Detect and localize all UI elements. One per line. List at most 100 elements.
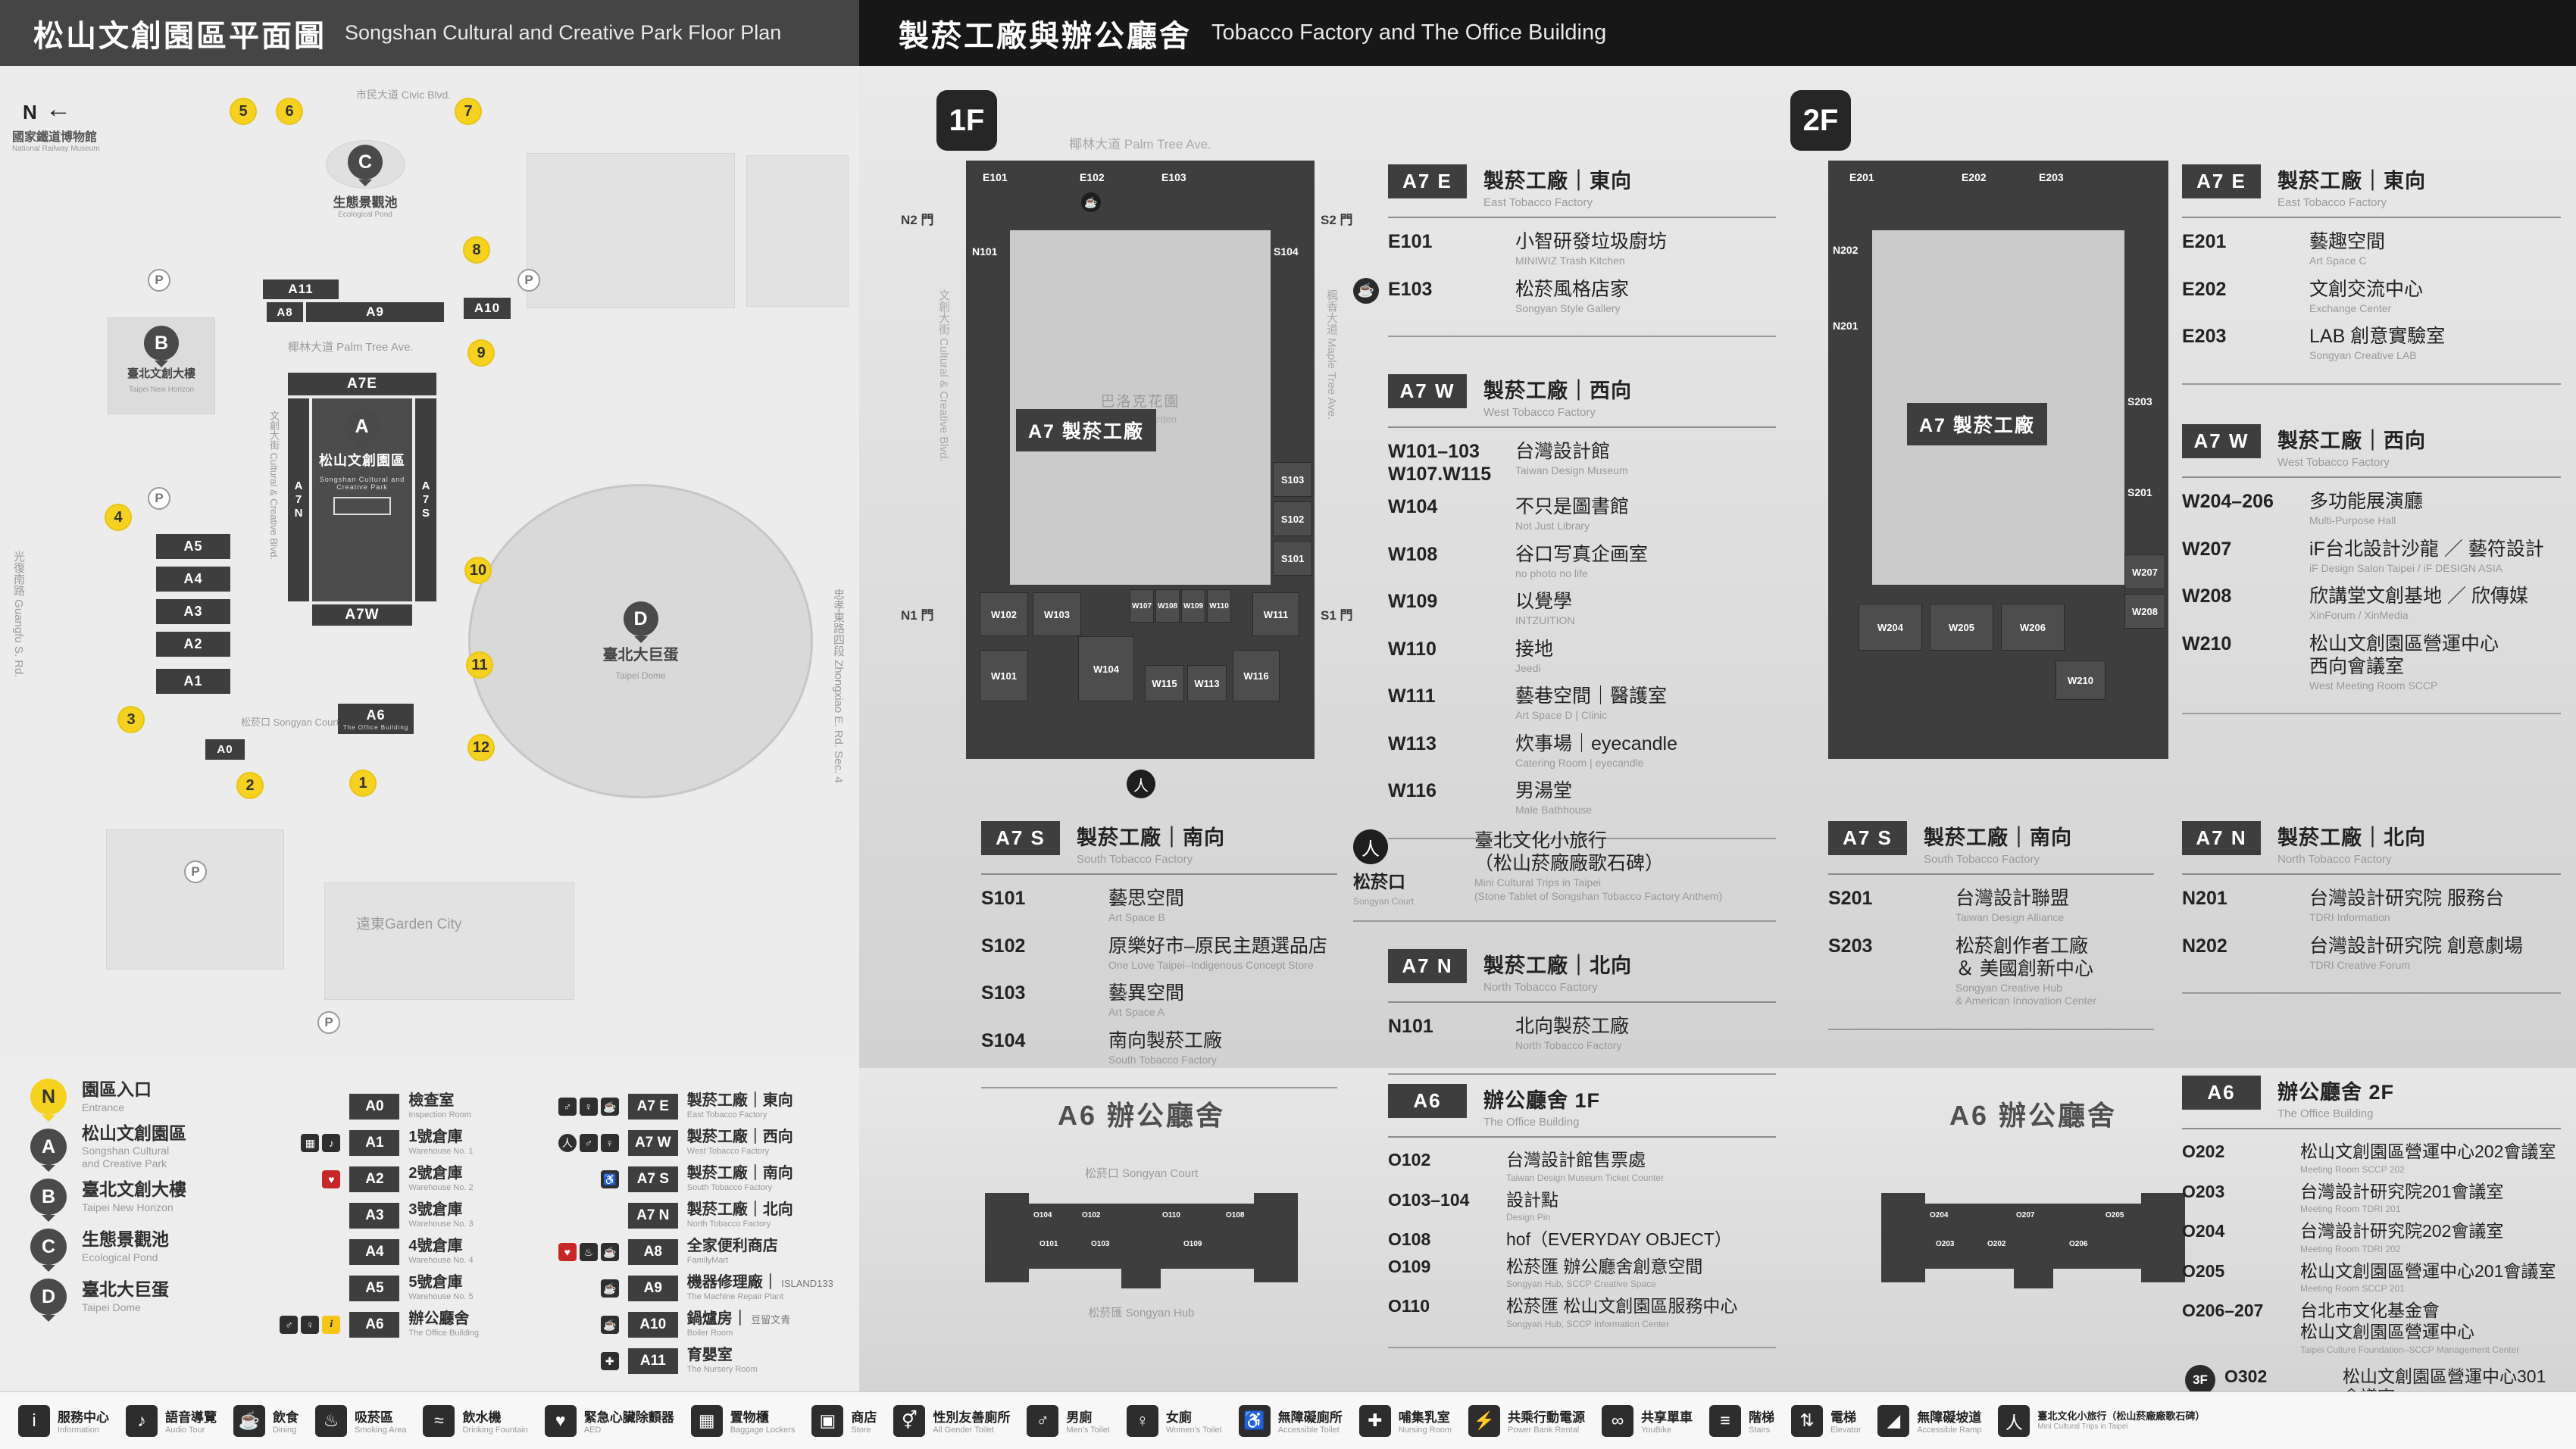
room-code: W109 bbox=[1388, 591, 1438, 612]
room-name-zh: 小智研發垃圾廚坊 bbox=[1515, 231, 1668, 252]
room-row: O103–104 設計點 Design Pin bbox=[1388, 1190, 1776, 1224]
room-code: S102 bbox=[981, 935, 1026, 957]
room-name-en: Meeting Room TDRI 202 bbox=[2300, 1243, 2401, 1254]
park-name-en: Songshan Cultural and Creative Park bbox=[319, 476, 405, 491]
legend-place-en: Taipei Dome bbox=[82, 1301, 141, 1313]
legend-place-zh: 園區入口 bbox=[82, 1079, 152, 1100]
wing-south-1f bbox=[1271, 230, 1315, 645]
womens-toilet-icon: ♀ bbox=[1126, 1404, 1158, 1437]
compass-arrow-icon: ← bbox=[45, 95, 71, 123]
footer-item-zh: 商店 bbox=[851, 1410, 877, 1425]
legend-place-zh: 松山文創園區 bbox=[82, 1123, 186, 1143]
room-code: S104 bbox=[981, 1029, 1026, 1051]
room-code: W110 bbox=[1388, 638, 1436, 660]
room-name-en: One Love Taipei–Indigenous Concept Store bbox=[1108, 958, 1314, 971]
footer-item-zh: 電梯 bbox=[1830, 1410, 1857, 1425]
section-title-zh: 製菸工廠｜南向 bbox=[1077, 826, 1225, 849]
dining-icon: ☕ bbox=[233, 1404, 265, 1437]
room-name-zh: 炊事場｜eyecandle bbox=[1515, 732, 1677, 754]
room-label-o205: O205 bbox=[2106, 1211, 2124, 1219]
legend-row: A0 檢查室 Inspection Room bbox=[293, 1088, 535, 1125]
room-cell-w208: W208 bbox=[2124, 594, 2165, 629]
legend-badge: A3 bbox=[349, 1203, 400, 1229]
room-name-en: Taipei Culture Foundation–SCCP Managemen… bbox=[2300, 1344, 2520, 1355]
room-row: S104 南向製菸工廠 South Tobacco Factory bbox=[981, 1029, 1337, 1067]
room-cell-w107: W107 bbox=[1130, 589, 1154, 623]
room-code: O205 bbox=[2182, 1260, 2225, 1281]
footer-legend-item: ▦ 置物櫃 Baggage Lockers bbox=[690, 1404, 808, 1437]
room-name-zh: 松菸風格店家 bbox=[1515, 278, 1630, 300]
room-name-zh: 設計點 bbox=[1506, 1189, 1558, 1210]
legend-zh: 辦公廳舍 bbox=[408, 1310, 470, 1328]
section-title-zh: 製菸工廠｜西向 bbox=[2277, 429, 2426, 452]
legend-zh: 製菸工廠｜東向 bbox=[686, 1092, 793, 1110]
room-row: W208 欣講堂文創基地 ／ 欣傳媒 XinForum / XinMedia bbox=[2182, 585, 2561, 623]
room-name-en: INTZUITION bbox=[1515, 614, 1575, 626]
footer-item-en: Nursing Room bbox=[1398, 1426, 1452, 1435]
legend-zh: 3號倉庫 bbox=[408, 1201, 463, 1219]
section-title-en: North Tobacco Factory bbox=[1483, 981, 1598, 994]
new-horizon-zh: 臺北文創大樓 bbox=[127, 367, 195, 380]
room-row: O206–207 台北市文化基金會 松山文創園區營運中心 Taipei Cult… bbox=[2182, 1301, 2561, 1355]
entrance-8: 8 bbox=[463, 236, 490, 264]
room-label-o102: O102 bbox=[1082, 1211, 1101, 1219]
footer-item-zh: 服務中心 bbox=[58, 1410, 109, 1425]
mens-toilet-icon: ♂ bbox=[280, 1316, 299, 1334]
room-row: W101–103 W107.W115 台灣設計館 Taiwan Design M… bbox=[1388, 440, 1776, 486]
mens-toilet-icon: ♂ bbox=[579, 1134, 598, 1152]
building-a2: A2 bbox=[156, 632, 230, 657]
room-code: N202 bbox=[2182, 935, 2227, 957]
entrance-10: 10 bbox=[464, 557, 492, 584]
room-row: E203 LAB 創意實驗室 Songyan Creative LAB bbox=[2182, 325, 2561, 363]
songyan-court-label: 松菸口 Songyan Court bbox=[241, 717, 339, 728]
room-name-zh: 藝趣空間 bbox=[2309, 231, 2386, 252]
section-badge-a6-2f: A6 bbox=[2182, 1076, 2261, 1110]
room-name-en: Art Space A bbox=[1108, 1006, 1165, 1018]
a7-factory-badge-2f: A7 製菸工廠 bbox=[1907, 403, 2047, 445]
facility-icon-legend: i 服務中心 Information ♪ 語音導覽 Audio Tour ☕ 飲… bbox=[0, 1391, 2576, 1449]
footer-legend-item: ♪ 語音導覽 Audio Tour bbox=[126, 1404, 229, 1437]
legend-zh: 全家便利商店 bbox=[686, 1238, 778, 1255]
room-name-zh: 欣講堂文創基地 ／ 欣傳媒 bbox=[2309, 586, 2528, 607]
palm-ave-label: 椰林大道 Palm Tree Ave. bbox=[288, 341, 414, 354]
pond-label: 生態景觀池 Ecological Pond bbox=[308, 192, 422, 219]
entrance-4: 4 bbox=[105, 504, 132, 531]
footer-legend-item: ♂ 男廁 Men's Toilet bbox=[1027, 1404, 1122, 1437]
railway-museum-zh: 國家鐵道博物館 bbox=[12, 131, 98, 144]
legend-badge: A7 S bbox=[627, 1166, 678, 1192]
room-name-zh: LAB 創意實驗室 bbox=[2309, 326, 2446, 347]
section-title-en: East Tobacco Factory bbox=[1483, 196, 1593, 209]
room-row: O204 台灣設計研究院202會議室 Meeting Room TDRI 202 bbox=[2182, 1221, 2561, 1255]
legend-row: ♂♀☕ A7 E 製菸工廠｜東向 East Tobacco Factory bbox=[549, 1088, 852, 1125]
footer-legend-item: ▣ 商店 Store bbox=[811, 1404, 889, 1437]
room-name-zh: 台灣設計研究院202會議室 bbox=[2300, 1221, 2504, 1241]
legend-en: Inspection Room bbox=[408, 1110, 471, 1120]
legend-row: 人♂♀ A7 W 製菸工廠｜西向 West Tobacco Factory bbox=[549, 1125, 852, 1161]
legend-en: East Tobacco Factory bbox=[686, 1110, 767, 1120]
footer-item-zh: 臺北文化小旅行（松山菸廠廠歌石碑） bbox=[2037, 1410, 2206, 1422]
legend-place-en: Ecological Pond bbox=[82, 1251, 158, 1263]
footer-legend-item: i 服務中心 Information bbox=[18, 1404, 121, 1437]
section-title-zh: 製菸工廠｜北向 bbox=[1483, 954, 1632, 977]
legend-place-en: Taipei New Horizon bbox=[82, 1201, 174, 1213]
entrance-6: 6 bbox=[276, 98, 303, 125]
dining-icon: ☕ bbox=[1081, 192, 1101, 212]
left-panel-header: 松山文創園區平面圖 Songshan Cultural and Creative… bbox=[0, 0, 859, 66]
room-row: E101 小智研發垃圾廚坊 MINIWIZ Trash Kitchen bbox=[1388, 230, 1776, 268]
room-name-zh: 松菸匯 松山文創園區服務中心 bbox=[1506, 1296, 1738, 1316]
legend-place-pin: C bbox=[30, 1229, 67, 1265]
room-row: O110 松菸匯 松山文創園區服務中心 Songyan Hub, SCCP In… bbox=[1388, 1296, 1776, 1330]
room-label-e201: E201 bbox=[1849, 171, 1874, 183]
footer-item-en: Power Bank Rental bbox=[1508, 1426, 1580, 1435]
room-row: W204–206 多功能展演廳 Multi-Purpose Hall bbox=[2182, 490, 2561, 528]
accessible-toilet-icon: ♿ bbox=[600, 1170, 619, 1188]
room-label-e203: E203 bbox=[2039, 171, 2064, 183]
section-badge-a7w-2f: A7 W bbox=[2182, 424, 2261, 458]
bike-icon: ∞ bbox=[1602, 1404, 1634, 1437]
legend-places: N 園區入口 Entrance A 松山文創園區 Songshan Cultur… bbox=[30, 1072, 280, 1391]
a6-1f-plan-title: A6 辦公廳舍 bbox=[1057, 1100, 1226, 1131]
room-code: S201 bbox=[1828, 888, 1873, 909]
entrance-3: 3 bbox=[117, 706, 145, 733]
room-code: O102 bbox=[1388, 1150, 1431, 1170]
legend-badge: A6 bbox=[349, 1312, 400, 1338]
